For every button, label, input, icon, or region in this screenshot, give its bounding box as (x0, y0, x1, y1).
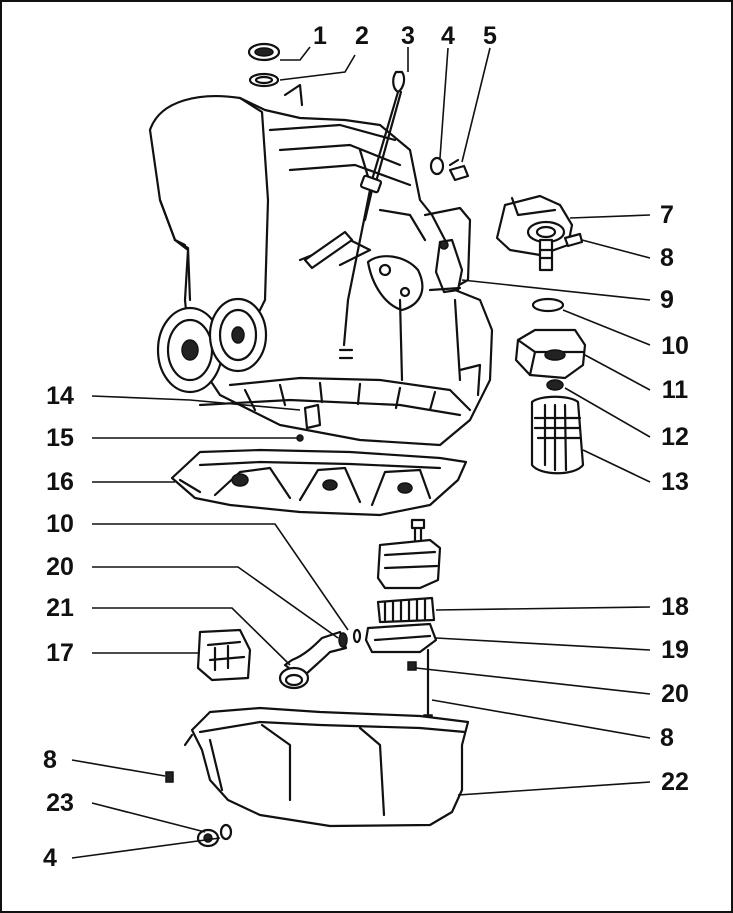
callout-12: 12 (661, 423, 689, 451)
callout-13: 13 (661, 468, 689, 496)
callout-20-left: 20 (46, 553, 74, 581)
baffle-plate (170, 448, 468, 517)
oil-pump-assembly (364, 518, 442, 722)
callout-1: 1 (313, 22, 327, 50)
callout-10-top: 10 (661, 332, 689, 360)
callout-23: 23 (46, 789, 74, 817)
callout-16: 16 (46, 468, 74, 496)
seal-ring-upper (531, 297, 565, 313)
leader-lines (71, 46, 651, 859)
oil-dipstick (303, 70, 406, 360)
callout-15: 15 (46, 424, 74, 452)
callout-2: 2 (355, 22, 369, 50)
callout-21: 21 (46, 594, 74, 622)
oil-cooler (514, 328, 587, 380)
filter-nut (546, 379, 564, 391)
callout-8-top: 8 (660, 244, 674, 272)
block-fixture (296, 403, 322, 442)
bracket-17 (196, 628, 252, 682)
oil-pickup-tube (278, 628, 362, 690)
callout-5: 5 (483, 22, 497, 50)
callout-17: 17 (46, 639, 74, 667)
callout-3: 3 (401, 22, 415, 50)
callout-18: 18 (661, 593, 689, 621)
callout-20-right: 20 (661, 680, 689, 708)
plug-and-clip (429, 156, 470, 182)
callout-7: 7 (660, 201, 674, 229)
pan-fasteners (165, 771, 233, 848)
callout-9: 9 (660, 286, 674, 314)
oil-filter (530, 395, 585, 475)
oil-filter-bracket (495, 194, 584, 272)
engine-block (148, 83, 494, 447)
callout-8-right: 8 (660, 724, 674, 752)
callout-4-bottom: 4 (43, 844, 57, 872)
callout-14: 14 (46, 382, 74, 410)
callout-11: 11 (661, 376, 689, 404)
callout-4-top: 4 (441, 22, 455, 50)
callout-22: 22 (661, 768, 689, 796)
callout-19: 19 (661, 636, 689, 664)
callout-8-left: 8 (43, 746, 57, 774)
filler-cap-and-seal (247, 42, 281, 88)
oil-pan (183, 706, 470, 828)
oil-pressure-switch (428, 238, 464, 294)
callout-10-left: 10 (46, 510, 74, 538)
